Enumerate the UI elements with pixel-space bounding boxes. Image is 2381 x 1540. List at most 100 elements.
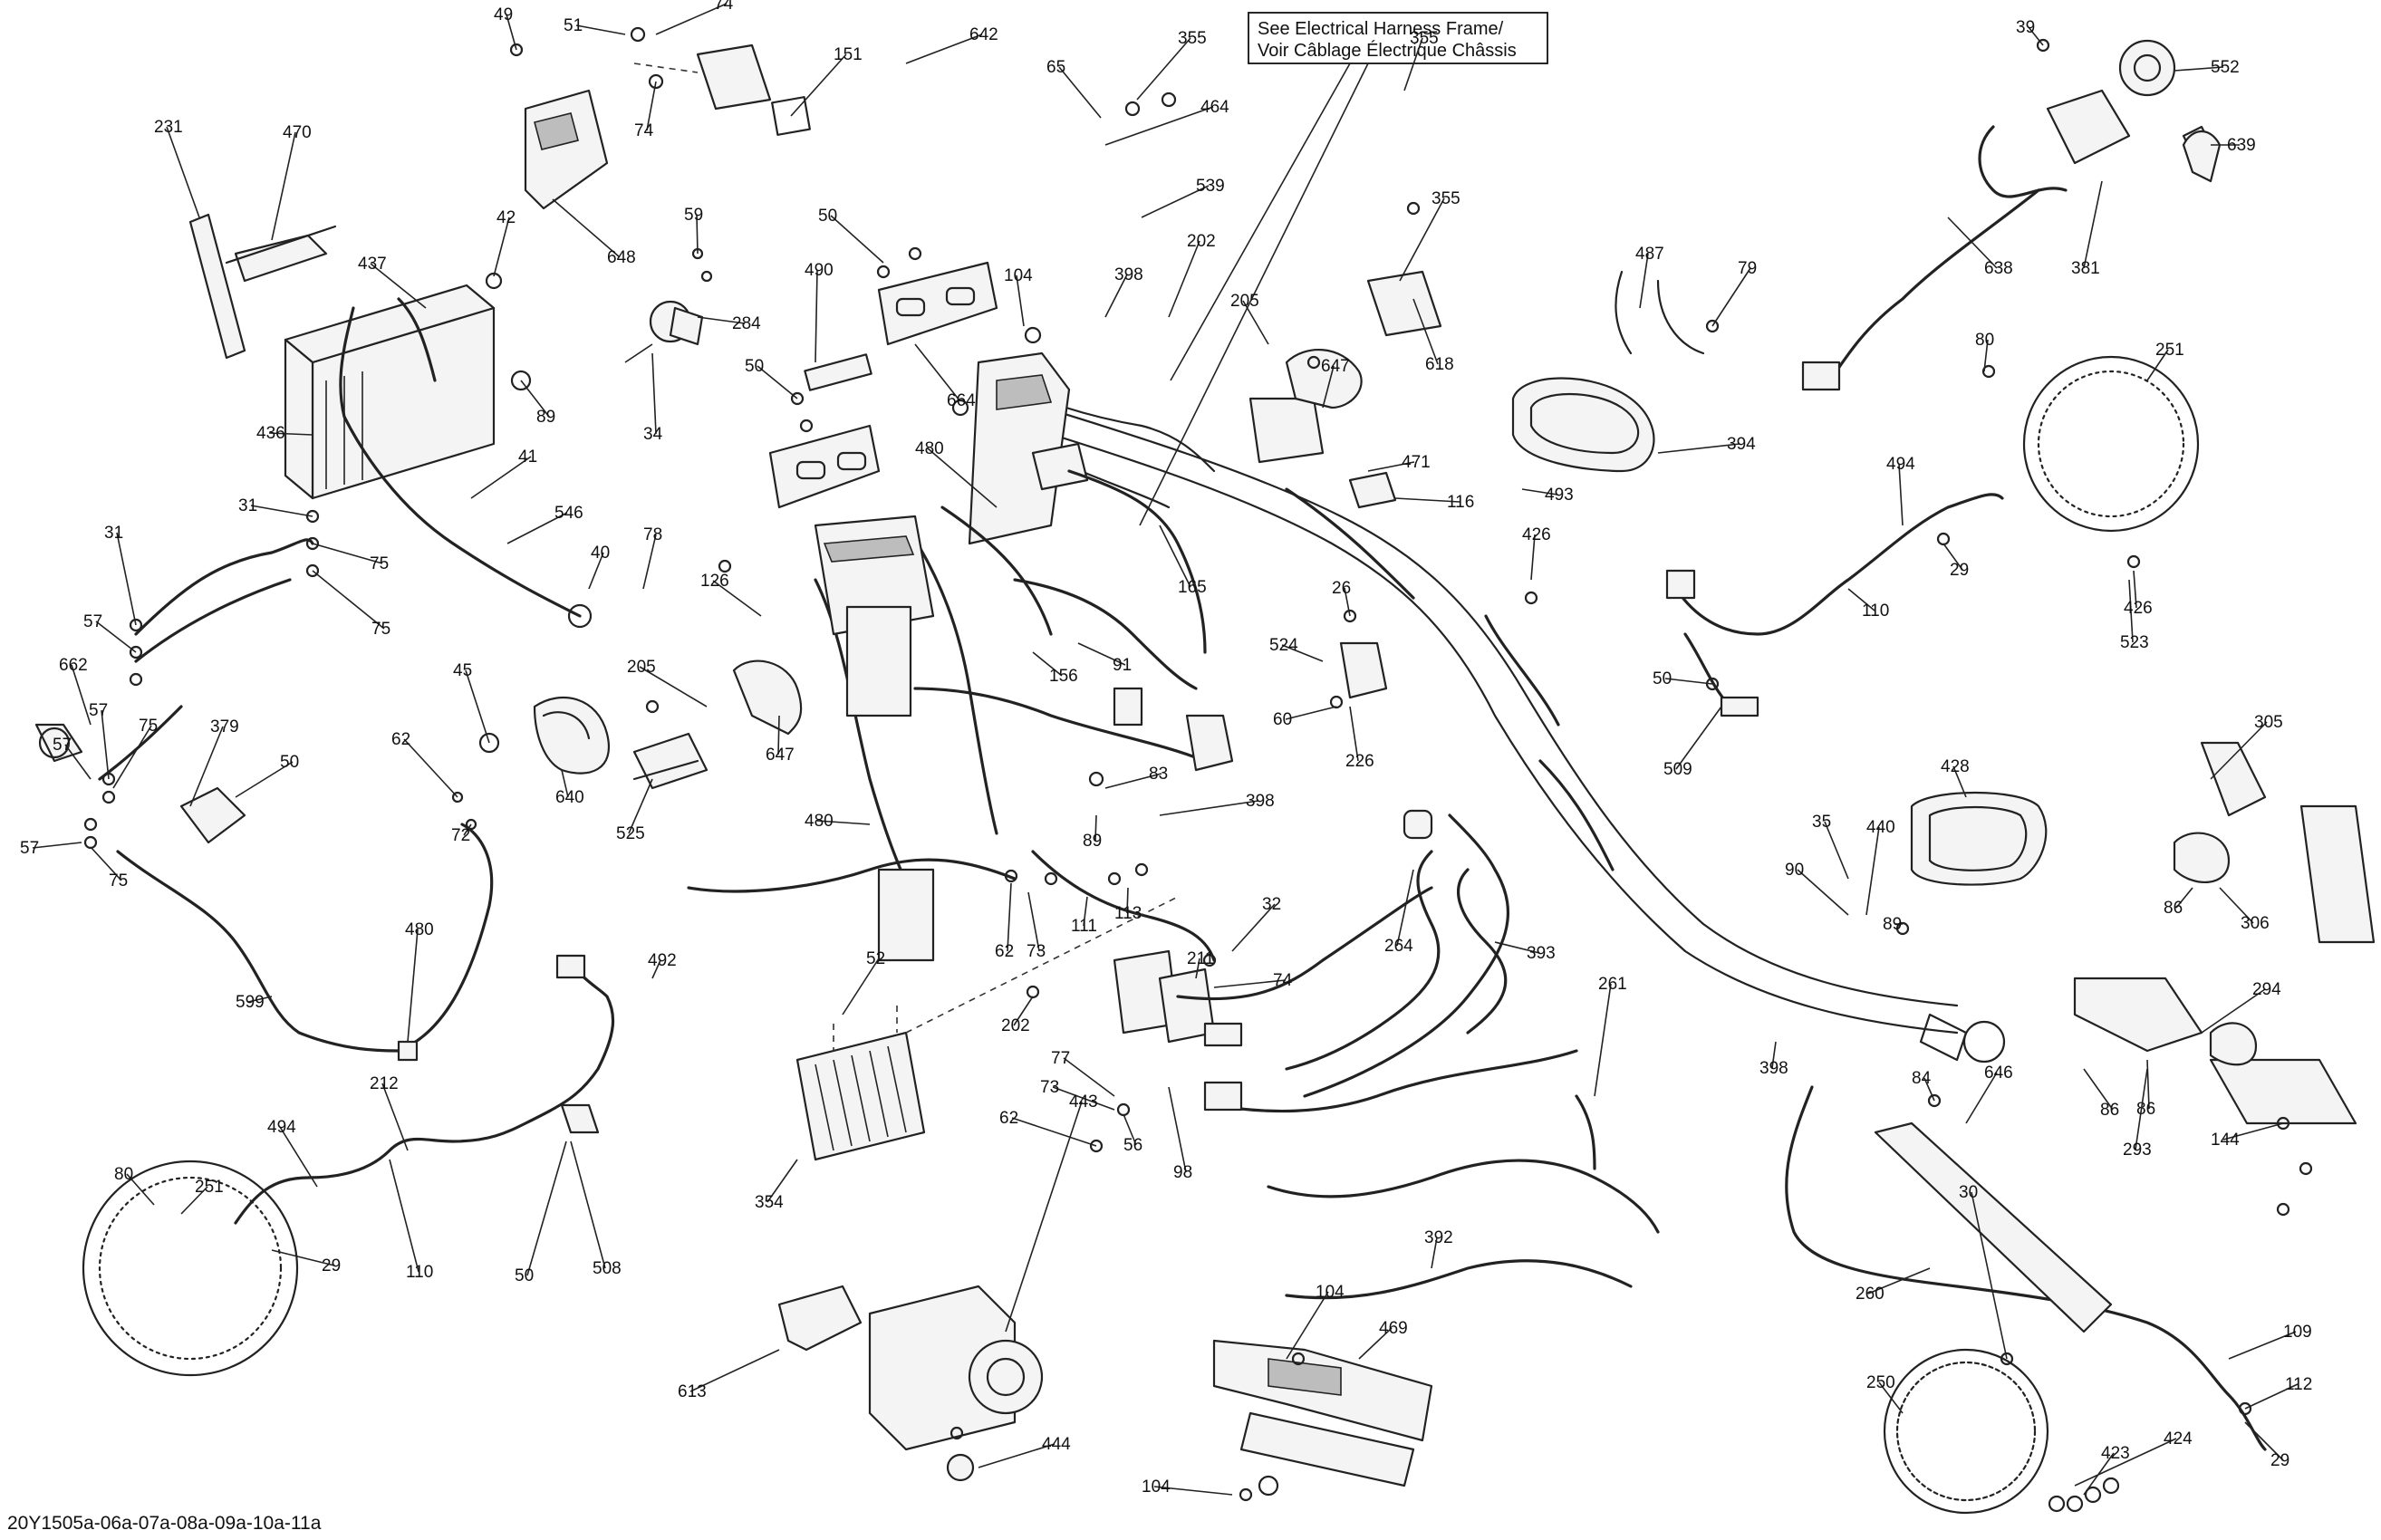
- callout-leader: [32, 842, 82, 849]
- callout-label: 75: [371, 620, 390, 639]
- reference-code: 20Y1505a-06a-07a-08a-09a-10a-11a: [7, 1513, 322, 1534]
- callout-leader: [279, 1126, 318, 1188]
- callout-label: 423: [2101, 1444, 2130, 1463]
- callout-label: 41: [518, 448, 537, 467]
- callout-label: 50: [745, 357, 764, 376]
- callout-label: 398: [1246, 792, 1275, 811]
- callout-leader: [1126, 887, 1129, 914]
- callout-leader: [1007, 882, 1012, 952]
- callout-leader: [493, 217, 510, 277]
- callout-label: 264: [1384, 937, 1413, 956]
- callout-label: 49: [494, 5, 513, 24]
- callout-leader: [1168, 1086, 1187, 1173]
- callout-label: 436: [256, 424, 285, 443]
- callout-leader: [655, 3, 728, 35]
- callout-label: 250: [1866, 1373, 1895, 1392]
- callout-label: 231: [154, 118, 183, 137]
- callout-leader: [2146, 349, 2169, 381]
- callout-leader: [1011, 1117, 1097, 1147]
- callout-leader: [1358, 1327, 1393, 1360]
- callout-label: 426: [2124, 599, 2153, 618]
- callout-label: 31: [104, 524, 123, 543]
- callout-label: 355: [1431, 189, 1460, 208]
- callout-label: 86: [2164, 899, 2183, 918]
- callout-leader: [312, 570, 385, 630]
- callout-leader: [1013, 996, 1034, 1026]
- callout-label: 437: [358, 255, 387, 274]
- horn: [478, 696, 610, 775]
- callout-leader: [520, 380, 550, 418]
- callout-leader: [570, 1141, 606, 1269]
- callout-leader: [403, 738, 458, 798]
- callout-leader: [1657, 443, 1740, 454]
- callout-leader: [166, 126, 200, 218]
- callout-leader: [561, 769, 569, 798]
- callout-leader: [389, 1159, 419, 1273]
- callout-label: 113: [1114, 904, 1142, 923]
- callout-label: 165: [1178, 578, 1207, 597]
- callout-label: 470: [283, 123, 312, 142]
- callout-label: 211: [1187, 949, 1214, 968]
- callout-label: 284: [732, 314, 761, 333]
- callout-label: 126: [700, 572, 729, 591]
- callout-label: 32: [1262, 895, 1281, 914]
- callout-label: 471: [1402, 453, 1431, 472]
- callout-leader: [1281, 644, 1324, 662]
- callout-leader: [1286, 1291, 1329, 1360]
- callout-label: 104: [1316, 1283, 1345, 1302]
- callout-label: 508: [593, 1259, 622, 1278]
- callout-label: 75: [139, 717, 158, 736]
- callout-leader: [1104, 773, 1162, 789]
- callout-label: 509: [1663, 760, 1692, 779]
- callout-leader: [2135, 1068, 2148, 1150]
- callout-leader: [1965, 1072, 1998, 1124]
- callout-label: 480: [915, 439, 944, 458]
- callout-label: 110: [406, 1263, 433, 1282]
- callout-label: 73: [1027, 942, 1046, 961]
- callout-leader: [1942, 543, 1963, 571]
- callout-label: 480: [405, 920, 434, 939]
- callout-leader: [1847, 588, 1875, 611]
- callout-label: 50: [1653, 669, 1672, 688]
- left-cables: [34, 538, 494, 1062]
- callout-leader: [1711, 267, 1751, 327]
- callout-label: 74: [634, 121, 654, 140]
- callout-leader: [1594, 983, 1612, 1097]
- callout-label: 444: [1042, 1435, 1071, 1454]
- callout-label: 86: [2136, 1100, 2155, 1119]
- callout-leader: [830, 215, 884, 264]
- callout-label: 494: [267, 1118, 296, 1137]
- callout-leader: [1136, 37, 1191, 101]
- callout-label: 72: [451, 826, 470, 845]
- callout-leader: [116, 532, 137, 626]
- callout-leader: [712, 580, 762, 617]
- callout-label: 226: [1345, 752, 1374, 771]
- frame-harness: [1013, 397, 2006, 1064]
- callout-leader: [1141, 185, 1210, 218]
- fasteners: [83, 38, 2313, 1502]
- battery: [284, 284, 593, 629]
- callout-label: 59: [684, 206, 703, 225]
- callout-label: 42: [496, 208, 516, 227]
- callout-label: 493: [1545, 486, 1574, 505]
- callout-label: 440: [1866, 818, 1895, 837]
- rectifier: [795, 896, 1179, 1161]
- callout-label: 90: [1785, 861, 1804, 880]
- callout-leader: [1094, 814, 1097, 842]
- callout-leader: [1494, 941, 1540, 954]
- callout-leader: [1005, 1101, 1083, 1333]
- callout-label: 110: [1862, 602, 1889, 621]
- callout-label: 86: [2100, 1101, 2119, 1120]
- callout-leader: [126, 1173, 155, 1206]
- callout-leader: [1983, 339, 1989, 372]
- callout-label: 75: [109, 871, 128, 890]
- callout-label: 294: [2252, 980, 2281, 999]
- callout-label: 57: [53, 736, 72, 755]
- hoses: [1267, 809, 1660, 1300]
- callout-leader: [757, 365, 798, 399]
- callout-label: 205: [627, 658, 656, 677]
- callout-label: 144: [2211, 1131, 2240, 1150]
- callout-leader: [816, 820, 871, 825]
- callout-label: 111: [1071, 917, 1097, 936]
